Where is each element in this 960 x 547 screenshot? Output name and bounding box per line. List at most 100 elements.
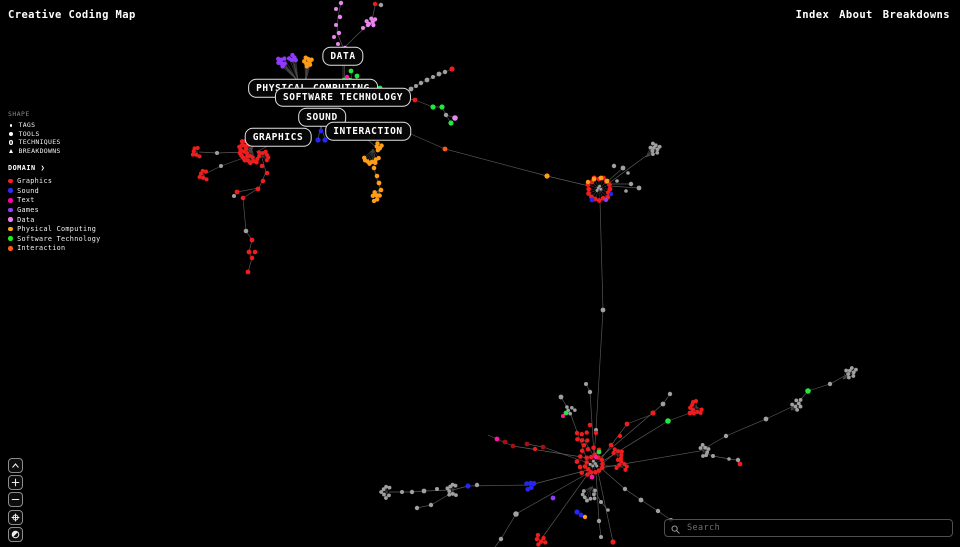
graph-node[interactable] xyxy=(584,382,588,386)
graph-node[interactable] xyxy=(589,197,595,203)
graph-node[interactable] xyxy=(364,19,369,24)
graph-node[interactable] xyxy=(255,156,260,162)
graph-node[interactable] xyxy=(651,152,655,157)
graph-node[interactable] xyxy=(638,497,644,503)
graph-node[interactable] xyxy=(563,410,569,416)
graph-node[interactable] xyxy=(582,495,587,500)
graph-node[interactable] xyxy=(337,14,343,20)
graph-node[interactable] xyxy=(256,150,262,155)
graph-node[interactable] xyxy=(414,84,418,88)
graph-node[interactable] xyxy=(598,175,604,181)
graph-node[interactable] xyxy=(254,159,259,165)
graph-node[interactable] xyxy=(431,75,435,79)
graph-node[interactable] xyxy=(293,57,298,63)
graph-node[interactable] xyxy=(315,137,321,143)
graph-node[interactable] xyxy=(371,165,377,171)
graph-node[interactable] xyxy=(215,151,219,155)
graph-node[interactable] xyxy=(636,185,642,191)
graph-node[interactable] xyxy=(723,433,729,439)
graph-node[interactable] xyxy=(424,77,430,83)
graph-node[interactable] xyxy=(376,180,382,186)
graph-node[interactable] xyxy=(344,74,350,80)
graph-node[interactable] xyxy=(599,535,603,539)
graph-node[interactable] xyxy=(197,154,202,159)
graph-node[interactable] xyxy=(246,249,252,255)
graph-node[interactable] xyxy=(735,457,741,463)
graph-node[interactable] xyxy=(381,487,386,492)
graph-node[interactable] xyxy=(377,193,382,198)
graph-node[interactable] xyxy=(599,187,603,191)
domain-item-text[interactable]: Text xyxy=(8,196,128,206)
graph-node[interactable] xyxy=(616,449,621,454)
graph-node[interactable] xyxy=(619,453,624,458)
graph-node[interactable] xyxy=(239,139,245,144)
graph-node[interactable] xyxy=(596,198,602,203)
graph-node[interactable] xyxy=(414,505,420,511)
graph-node[interactable] xyxy=(384,484,388,489)
domain-item-graphics[interactable]: Graphics xyxy=(8,176,128,186)
graph-node[interactable] xyxy=(574,509,580,515)
graph-node[interactable] xyxy=(250,155,255,160)
graph-node[interactable] xyxy=(691,411,696,416)
graph-node[interactable] xyxy=(307,62,313,67)
graph-node[interactable] xyxy=(244,151,250,156)
graph-node[interactable] xyxy=(204,177,209,182)
graph-node[interactable] xyxy=(543,540,548,545)
graph-node[interactable] xyxy=(586,467,591,472)
graph-node[interactable] xyxy=(608,191,614,197)
domain-item-games[interactable]: Games xyxy=(8,205,128,215)
graph-node[interactable] xyxy=(620,165,626,171)
graph-node[interactable] xyxy=(260,178,266,184)
graph-node[interactable] xyxy=(378,2,384,8)
graph-node[interactable] xyxy=(232,194,236,198)
graph-node[interactable] xyxy=(532,446,538,452)
graph-node[interactable] xyxy=(372,190,377,195)
graph-node[interactable] xyxy=(322,137,328,143)
graph-node[interactable] xyxy=(336,30,342,36)
graph-node[interactable] xyxy=(448,484,453,489)
graph-node[interactable] xyxy=(450,492,455,496)
graph-node[interactable] xyxy=(550,495,556,501)
tag-pill-software-technology[interactable]: SOFTWARE TECHNOLOGY xyxy=(274,87,412,107)
graph-node[interactable] xyxy=(574,459,580,464)
graph-node[interactable] xyxy=(263,149,268,154)
nav-index[interactable]: Index xyxy=(795,9,830,21)
graph-node[interactable] xyxy=(558,394,564,400)
graph-node[interactable] xyxy=(593,454,599,460)
graph-node[interactable] xyxy=(827,381,833,387)
graph-node[interactable] xyxy=(421,488,427,494)
graph-node[interactable] xyxy=(513,511,519,517)
graph-node[interactable] xyxy=(524,481,529,487)
graph-node[interactable] xyxy=(617,433,623,439)
graph-node[interactable] xyxy=(568,411,572,416)
graph-node[interactable] xyxy=(534,536,540,542)
graph-node[interactable] xyxy=(695,409,700,415)
graph-node[interactable] xyxy=(447,489,452,494)
graph-node[interactable] xyxy=(435,487,439,491)
graph-node[interactable] xyxy=(604,198,608,202)
graph-node[interactable] xyxy=(318,128,324,134)
graph-node[interactable] xyxy=(660,401,666,407)
graph-node[interactable] xyxy=(201,175,206,180)
graph-node[interactable] xyxy=(614,465,619,470)
graph-node[interactable] xyxy=(276,56,281,62)
graph-node[interactable] xyxy=(655,147,660,152)
graph-node[interactable] xyxy=(531,481,537,486)
graph-node[interactable] xyxy=(598,184,601,188)
graph-node[interactable] xyxy=(847,368,852,373)
graph-node[interactable] xyxy=(197,174,202,179)
graph-node[interactable] xyxy=(378,187,384,193)
graph-node[interactable] xyxy=(608,442,614,448)
graph-node[interactable] xyxy=(439,104,445,110)
graph-node[interactable] xyxy=(412,97,418,103)
graph-node[interactable] xyxy=(594,428,598,432)
graph-node[interactable] xyxy=(245,269,251,275)
graph-node[interactable] xyxy=(190,152,195,157)
graph-node[interactable] xyxy=(599,500,603,504)
graph-node[interactable] xyxy=(650,410,656,416)
graph-node[interactable] xyxy=(849,366,854,370)
zoom-out-button[interactable] xyxy=(8,492,23,508)
graph-node[interactable] xyxy=(585,498,589,503)
graph-node[interactable] xyxy=(798,404,803,409)
graph-node[interactable] xyxy=(502,439,508,445)
